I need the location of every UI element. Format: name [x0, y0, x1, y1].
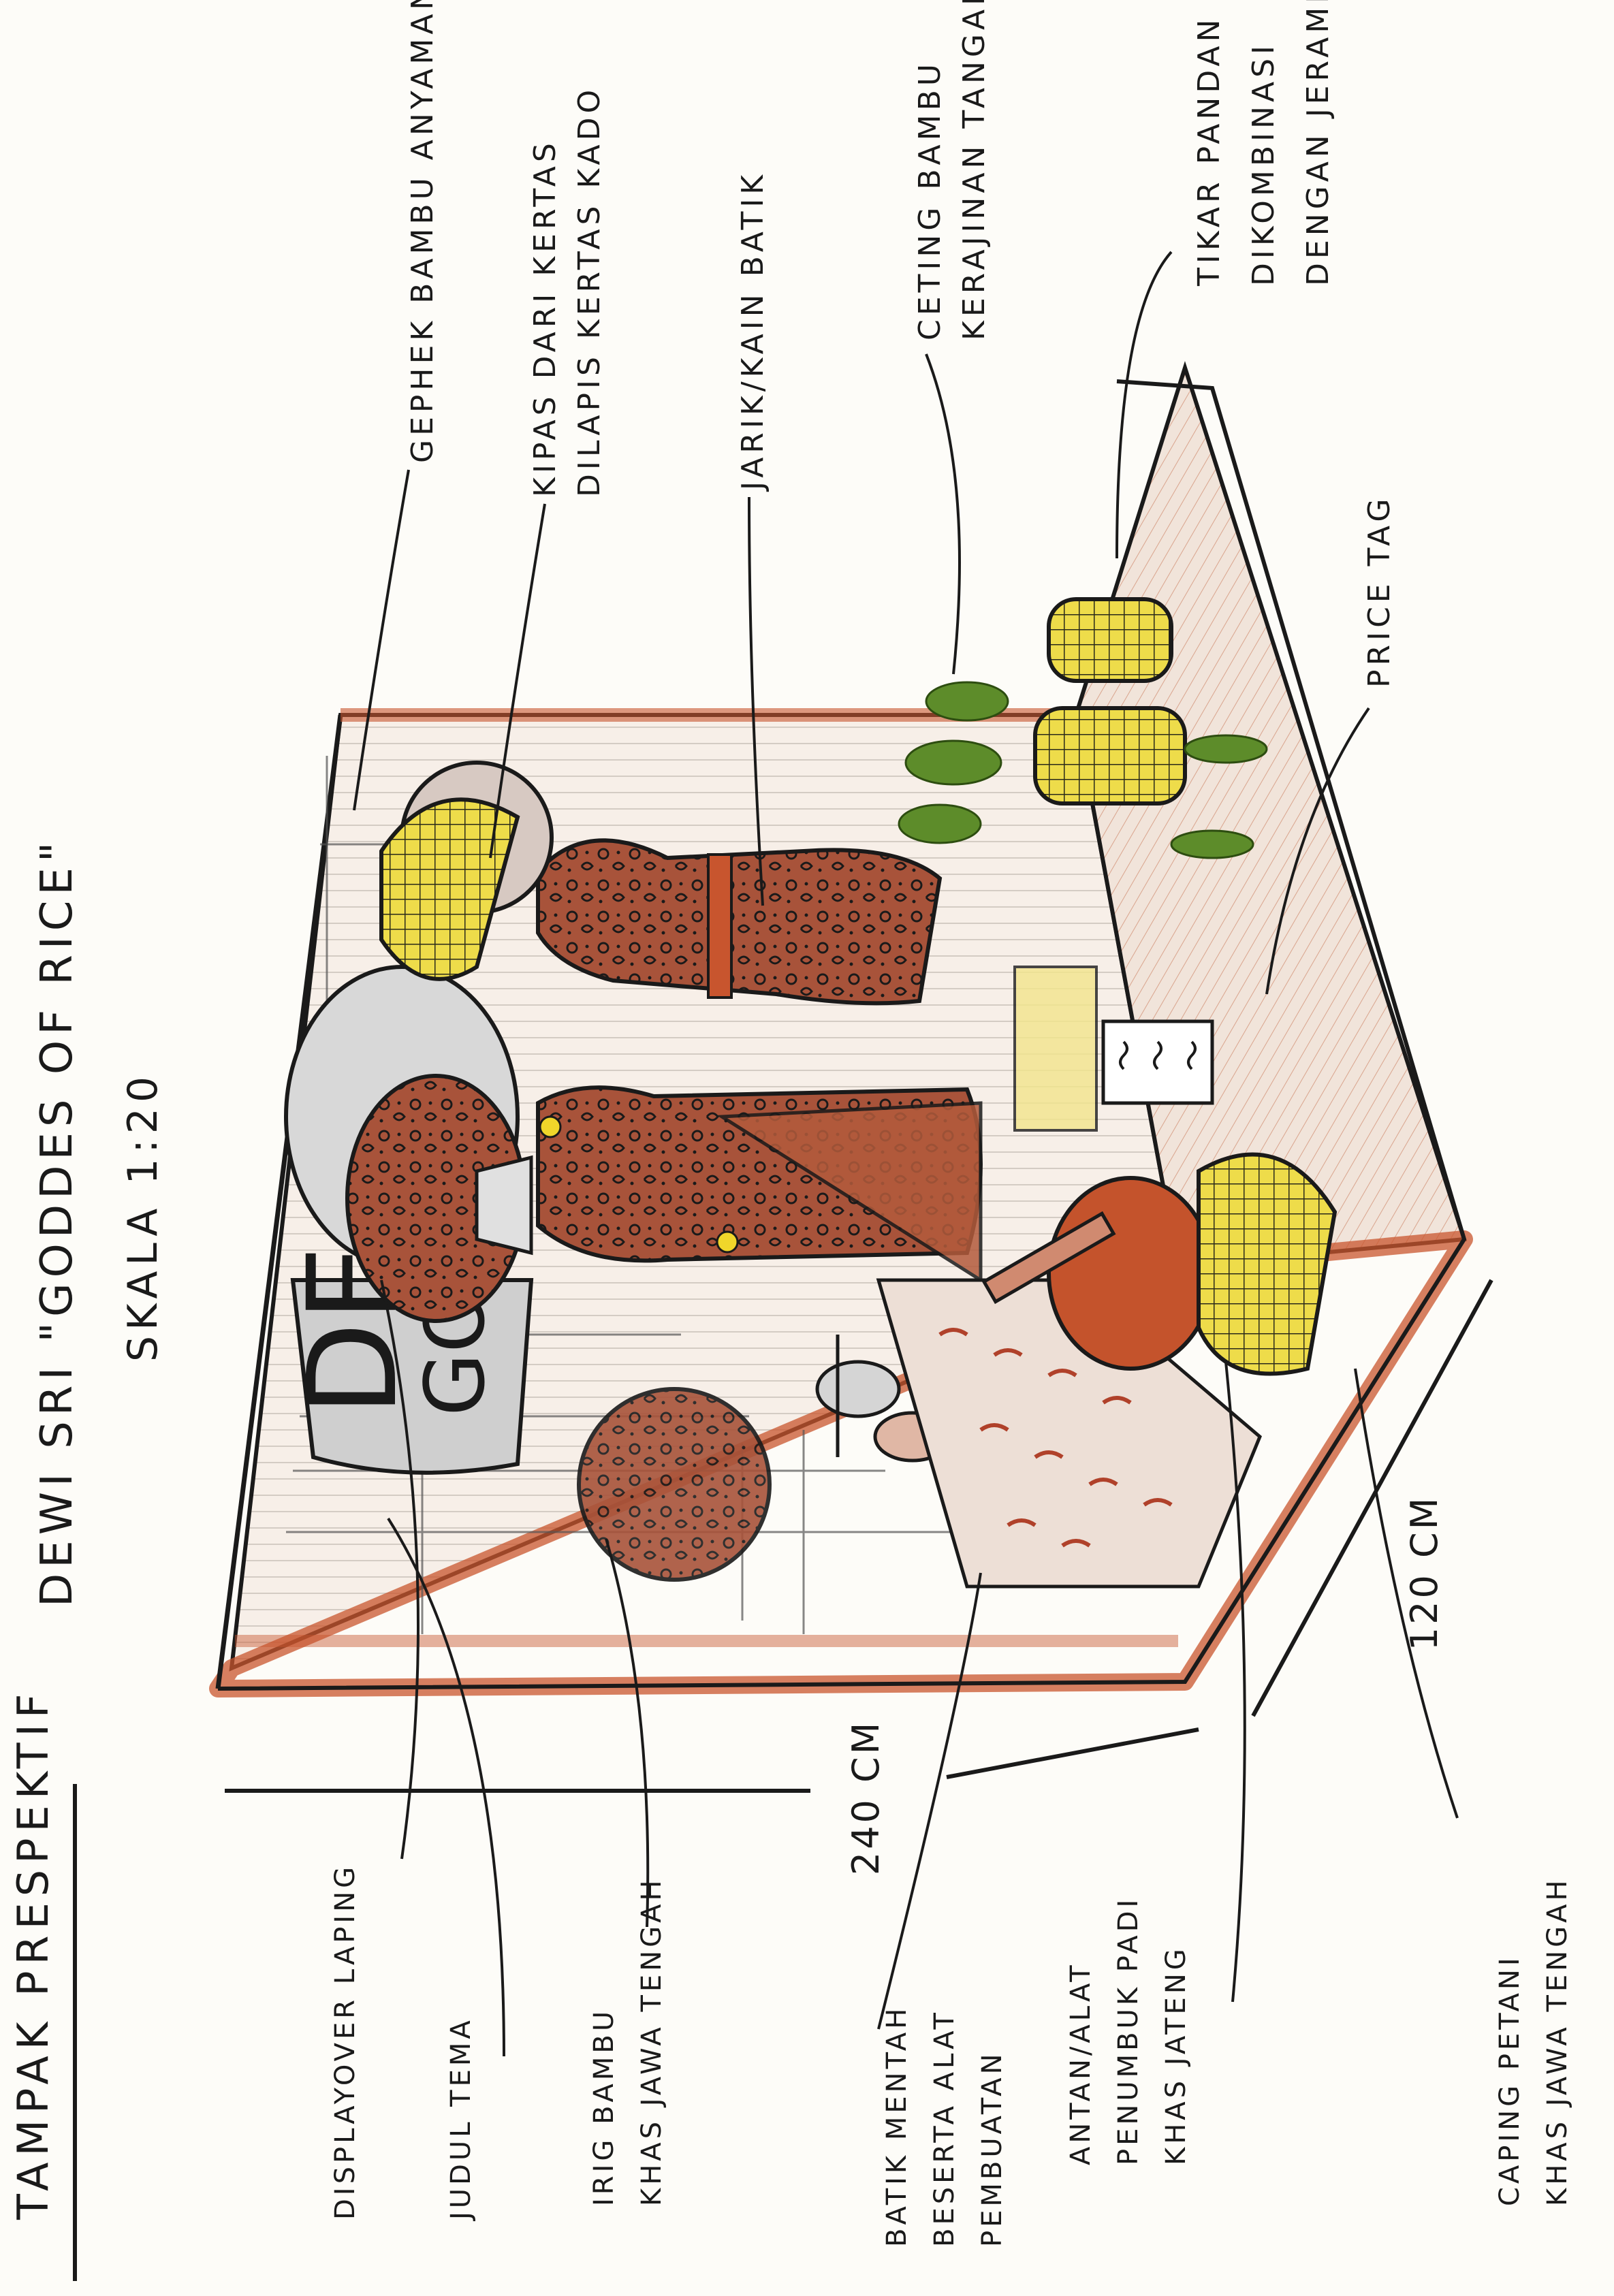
callout-gephek-bambu: GEPHEK BAMBU ANYAMAN — [353, 0, 440, 811]
callout-text: DISPLAYOVER LAPING — [330, 1864, 361, 2220]
callout-judul-tema: JUDUL TEMA — [387, 1517, 505, 2222]
callout-kipas: KIPAS DARI KERTAS DILAPIS KERTAS KADO — [489, 86, 607, 859]
callout-text: CETING BAMBU — [913, 60, 947, 340]
callouts-bottom: DISPLAYOVER LAPING JUDUL TEMA IRIG BAMBU… — [330, 1279, 1573, 2248]
callout-text: PRICE TAG — [1362, 495, 1397, 688]
callout-batik-mentah: BATIK MENTAH BESERTA ALAT PEMBUATAN — [877, 1572, 1008, 2248]
callout-text: CAPING PETANI — [1494, 1954, 1525, 2206]
callout-text: PEMBUATAN — [977, 2051, 1008, 2248]
width-dimension-label: 240 CM — [844, 1720, 887, 1876]
plants — [898, 681, 1268, 859]
callout-text: KIPAS DARI KERTAS — [528, 139, 563, 497]
callout-ceting: CETING BAMBU KERAJINAN TANGAN — [913, 0, 992, 675]
callout-text: TIKAR PANDAN — [1192, 16, 1227, 287]
callout-text: BESERTA ALAT — [929, 2009, 960, 2247]
callouts-top: GEPHEK BAMBU ANYAMAN KIPAS DARI KERTAS D… — [353, 0, 1397, 995]
bamboo-tray — [577, 1387, 772, 1582]
rice-pounder — [981, 1176, 1214, 1371]
callout-text: KHAS JAWA TENGAH — [1542, 1877, 1573, 2206]
callout-text: DILAPIS KERTAS KADO — [572, 86, 607, 497]
price-tag — [1101, 1019, 1214, 1105]
callout-text: KHAS JATENG — [1160, 1945, 1192, 2165]
callout-text: JARIK/KAIN BATIK — [735, 171, 770, 492]
callout-text: BATIK MENTAH — [881, 2005, 913, 2247]
callout-jarik: JARIK/KAIN BATIK — [735, 171, 770, 906]
callout-text: GEPHEK BAMBU ANYAMAN — [405, 0, 440, 463]
sheet-heading: TAMPAK PRESPEKTIF — [8, 1688, 77, 2281]
callout-text: IRIG BAMBU — [588, 2008, 620, 2206]
callout-text: PENUMBUK PADI — [1113, 1896, 1144, 2165]
dimension-width: 240 CM — [225, 1720, 1199, 1876]
callout-text: DIKOMBINASI — [1246, 42, 1281, 286]
callout-antan: ANTAN/ALAT PENUMBUK PADI KHAS JATENG — [1065, 1361, 1246, 2165]
heading-tampak-prespektif: TAMPAK PRESPEKTIF — [8, 1688, 58, 2220]
callout-irig-bambu: IRIG BAMBU KHAS JAWA TENGAH — [588, 1538, 667, 2206]
callout-text: DENGAN JERAMI — [1301, 0, 1335, 286]
callout-price-tag: PRICE TAG — [1265, 495, 1397, 995]
booth-drawing: DE GO — [209, 361, 1473, 1697]
farmer-hat-caping — [1197, 1152, 1338, 1376]
bamboo-baskets — [1033, 597, 1187, 806]
callout-caping: CAPING PETANI KHAS JAWA TENGAH — [1354, 1368, 1573, 2206]
callout-text: ANTAN/ALAT — [1065, 1962, 1096, 2165]
mannequin-batik-dress-2 — [345, 1074, 983, 1323]
mannequin-batik-dress-1 — [379, 761, 943, 1006]
sheet-scale: SKALA 1:20 — [119, 1071, 167, 1362]
callout-text: KERAJINAN TANGAN — [957, 0, 992, 340]
dimension-depth: 120 CM — [1251, 1279, 1493, 1717]
callout-text: JUDUL TEMA — [445, 2017, 477, 2222]
side-wall-mat — [1013, 966, 1098, 1132]
depth-dimension-label: 120 CM — [1403, 1495, 1446, 1651]
sheet-title: DEWI SRI "GODDES OF RICE" — [32, 837, 82, 1607]
callout-text: KHAS JAWA TENGAH — [636, 1877, 667, 2206]
callout-tikar-pandan: TIKAR PANDAN DIKOMBINASI DENGAN JERAMI — [1115, 0, 1335, 559]
